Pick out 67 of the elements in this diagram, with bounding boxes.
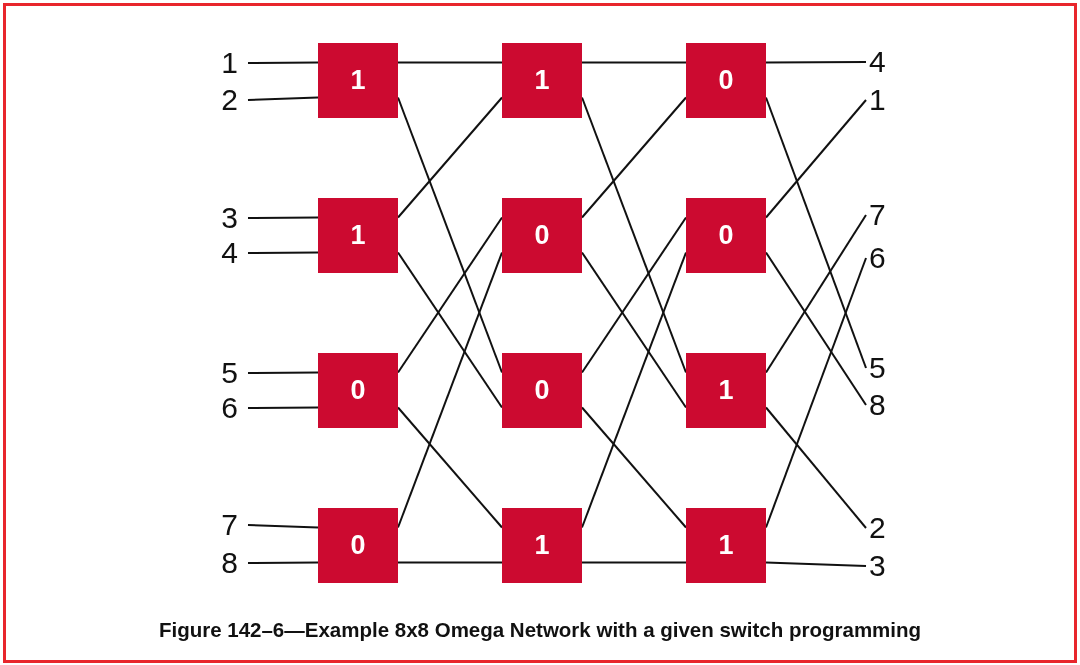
switch-box: [318, 353, 398, 428]
connection-line: [397, 251, 503, 409]
connection-line: [765, 214, 867, 374]
input-port-number: 2: [196, 83, 248, 117]
connection-line: [765, 406, 867, 529]
switch-box: [502, 43, 582, 118]
input-port-number: 5: [196, 356, 248, 390]
switch-setting: 1: [350, 67, 366, 94]
connection-line: [581, 251, 687, 409]
output-port-number: 2: [866, 511, 906, 545]
switch-setting: 1: [534, 67, 550, 94]
switch-setting: 0: [534, 222, 550, 249]
connection-line: [765, 251, 867, 406]
switch-box: [502, 198, 582, 273]
switch-setting: 1: [718, 532, 734, 559]
connection-line: [765, 561, 867, 567]
connection-line: [397, 61, 503, 64]
output-port-number: 5: [866, 351, 906, 385]
connection-line: [397, 216, 503, 374]
switch-box: [686, 353, 766, 428]
connection-line: [247, 96, 319, 101]
connection-line: [247, 524, 319, 529]
connection-line: [581, 406, 687, 529]
input-port-number: 8: [196, 546, 248, 580]
switch-box: [318, 43, 398, 118]
switch-setting: 0: [718, 222, 734, 249]
connection-line: [581, 216, 687, 374]
connection-line: [581, 61, 687, 64]
switch-setting: 1: [718, 377, 734, 404]
connection-line: [765, 61, 867, 64]
switch-setting: 0: [534, 377, 550, 404]
output-port-number: 8: [866, 388, 906, 422]
input-port-number: 3: [196, 201, 248, 235]
switch-box: [318, 198, 398, 273]
connection-line: [247, 406, 319, 409]
output-port-number: 1: [866, 83, 906, 117]
connection-line: [247, 216, 319, 219]
input-port-number: 7: [196, 508, 248, 542]
switch-setting: 0: [350, 532, 366, 559]
switch-box: [502, 508, 582, 583]
connection-line: [247, 61, 319, 64]
switch-box: [686, 198, 766, 273]
switch-setting: 1: [350, 222, 366, 249]
output-port-number: 3: [866, 549, 906, 583]
switch-box: [502, 353, 582, 428]
figure-caption: Figure 142–6—Example 8x8 Omega Network with a given switch programming: [157, 618, 923, 642]
input-port-number: 6: [196, 391, 248, 425]
connection-line: [397, 406, 503, 529]
connection-line: [247, 371, 319, 374]
connection-line: [247, 561, 319, 564]
connection-line: [247, 251, 319, 254]
connection-line: [397, 561, 503, 564]
connection-line: [397, 96, 503, 219]
output-port-number: 4: [866, 45, 906, 79]
switch-setting: 1: [534, 532, 550, 559]
connection-line: [581, 561, 687, 564]
switch-setting: 0: [350, 377, 366, 404]
switch-box: [686, 508, 766, 583]
switch-box: [686, 43, 766, 118]
switch-box: [318, 508, 398, 583]
input-port-number: 4: [196, 236, 248, 270]
connection-line: [581, 96, 687, 219]
switch-setting: 0: [718, 67, 734, 94]
connection-line: [765, 99, 867, 219]
output-port-number: 7: [866, 198, 906, 232]
output-port-number: 6: [866, 241, 906, 275]
input-port-number: 1: [196, 46, 248, 80]
